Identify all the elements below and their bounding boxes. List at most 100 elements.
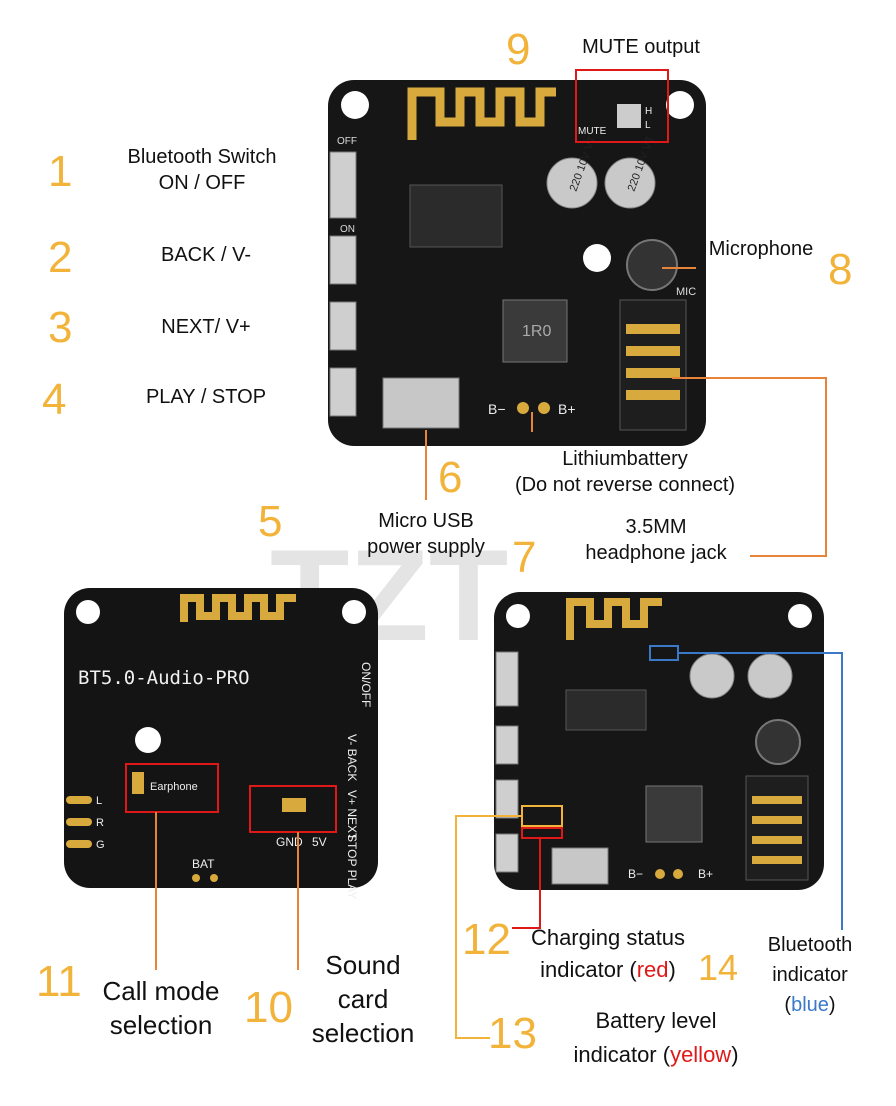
callout-number-3: 3	[48, 303, 73, 352]
back-antenna	[180, 594, 296, 622]
mount-hole-tr	[666, 91, 694, 119]
label-mute-output: MUTE output	[582, 36, 700, 58]
button-back	[329, 235, 357, 285]
label-next: NEXT/ V+	[161, 316, 251, 338]
label-14-line-2: indicator	[772, 964, 848, 986]
pad-r	[66, 818, 92, 826]
battery-pad-plus	[538, 402, 550, 414]
label-play: PLAY / STOP	[145, 386, 267, 408]
label-14-part-a: (	[784, 994, 792, 1016]
switch-on-off	[329, 151, 357, 219]
callout-number-4: 4	[42, 375, 67, 424]
mount-hole-tl	[341, 91, 369, 119]
label-microphone: Microphone	[708, 238, 814, 260]
label-10-line-2: card	[337, 984, 389, 1014]
label-10-line-1: Sound	[325, 950, 401, 980]
back-earphone: Earphone	[150, 781, 198, 793]
label-12-color: red	[636, 957, 669, 982]
silk-mute: MUTE	[578, 126, 607, 137]
pcb-antenna	[407, 87, 556, 140]
line-battery-level	[455, 815, 522, 1039]
mount-hole-mid	[583, 244, 611, 272]
top-board: 220 10V VT 220 10V VT MIC 1R0 OFF ON B− …	[328, 69, 706, 446]
callout-number-9: 9	[506, 25, 531, 74]
silk-h: H	[645, 106, 652, 117]
back-board: BT5.0-Audio-PRO ON/OFF V- BACK V+ NEXT S…	[64, 588, 378, 899]
label-sound-card: Sound card selection	[298, 948, 428, 1050]
front-hole-tr	[788, 604, 812, 628]
sound-card-pads	[282, 798, 306, 812]
front-cap-2	[747, 653, 793, 699]
back-gnd: GND	[276, 835, 303, 849]
inductor	[502, 299, 568, 363]
callout-number-14: 14	[698, 947, 739, 988]
jack-pin-4	[626, 390, 680, 400]
front-jack-pin-1	[752, 796, 802, 804]
back-bat: BAT	[192, 857, 215, 871]
label-12-line-2: indicator (red)	[508, 954, 708, 986]
callout-number-2: 2	[48, 233, 73, 282]
callout-number-7: 7	[512, 533, 537, 582]
front-b-minus: B−	[628, 867, 643, 881]
label-12-line-1: Charging status	[530, 925, 686, 950]
label-charging-status: Charging status indicator (red)	[508, 922, 708, 986]
front-jack-pin-3	[752, 836, 802, 844]
line-bt-indicator	[678, 652, 843, 930]
jack-pin-2	[626, 346, 680, 356]
back-title: BT5.0-Audio-PRO	[78, 667, 250, 689]
button-next	[329, 301, 357, 351]
label-14-part-b: )	[828, 994, 836, 1016]
callout-number-8: 8	[828, 245, 853, 294]
micro-usb-component	[382, 377, 460, 429]
capacitor-1	[546, 157, 598, 209]
label-bluetooth-switch: Bluetooth Switch ON / OFF	[104, 144, 300, 196]
back-l: L	[96, 795, 102, 807]
jack-pin-3	[626, 368, 680, 378]
microphone-component	[626, 239, 678, 291]
capacitor-2	[604, 157, 656, 209]
main-chip	[409, 184, 503, 248]
label-5-line-1: Micro USB	[378, 510, 474, 532]
back-board-pcb	[64, 588, 378, 888]
callout-number-6: 6	[438, 453, 463, 502]
front-board-pcb	[494, 592, 824, 890]
front-usb	[551, 847, 609, 885]
back-hole-tl	[76, 600, 100, 624]
front-bpad-1	[655, 869, 665, 879]
back-hole-tr	[342, 600, 366, 624]
callout-number-5: 5	[258, 497, 283, 546]
front-antenna	[566, 598, 662, 640]
mic-silk: MIC	[676, 286, 696, 298]
front-board-small: B− B+	[494, 592, 824, 890]
back-vnext: V+ NEXT	[345, 790, 359, 841]
front-btn-2	[495, 779, 519, 819]
label-headphone-jack: 3.5MM headphone jack	[556, 514, 756, 566]
front-cap-1	[689, 653, 735, 699]
label-13-part-b: )	[731, 1042, 739, 1067]
silk-b-plus: B+	[558, 401, 576, 417]
label-11-line-1: Call mode	[102, 976, 220, 1006]
silk-on: ON	[340, 224, 355, 235]
battery-pad-minus	[517, 402, 529, 414]
label-13-line-1: Battery level	[595, 1008, 717, 1033]
label-14-color: blue	[791, 994, 829, 1016]
front-hole-tl	[506, 604, 530, 628]
callout-lines-top	[425, 267, 827, 557]
mute-highlight-box	[575, 69, 669, 143]
label-lithium-battery: Lithiumbattery (Do not reverse connect)	[480, 446, 770, 498]
back-vback: V- BACK	[345, 734, 359, 781]
bat-pad-1	[192, 874, 200, 882]
front-bpad-2	[673, 869, 683, 879]
back-play: STOP PLAY	[345, 834, 359, 899]
label-12-part-b: )	[668, 957, 676, 982]
label-1-line-2: ON / OFF	[158, 172, 246, 194]
label-7-line-2: headphone jack	[585, 542, 727, 564]
sound-card-highlight	[249, 785, 337, 833]
label-13-line-2: indicator (yellow)	[540, 1038, 772, 1072]
label-back: BACK / V-	[160, 244, 252, 266]
headphone-jack-component	[619, 299, 687, 431]
front-jack	[745, 775, 809, 881]
front-jack-pin-2	[752, 816, 802, 824]
jack-pin-1	[626, 324, 680, 334]
label-6-line-2: (Do not reverse connect)	[514, 474, 736, 496]
